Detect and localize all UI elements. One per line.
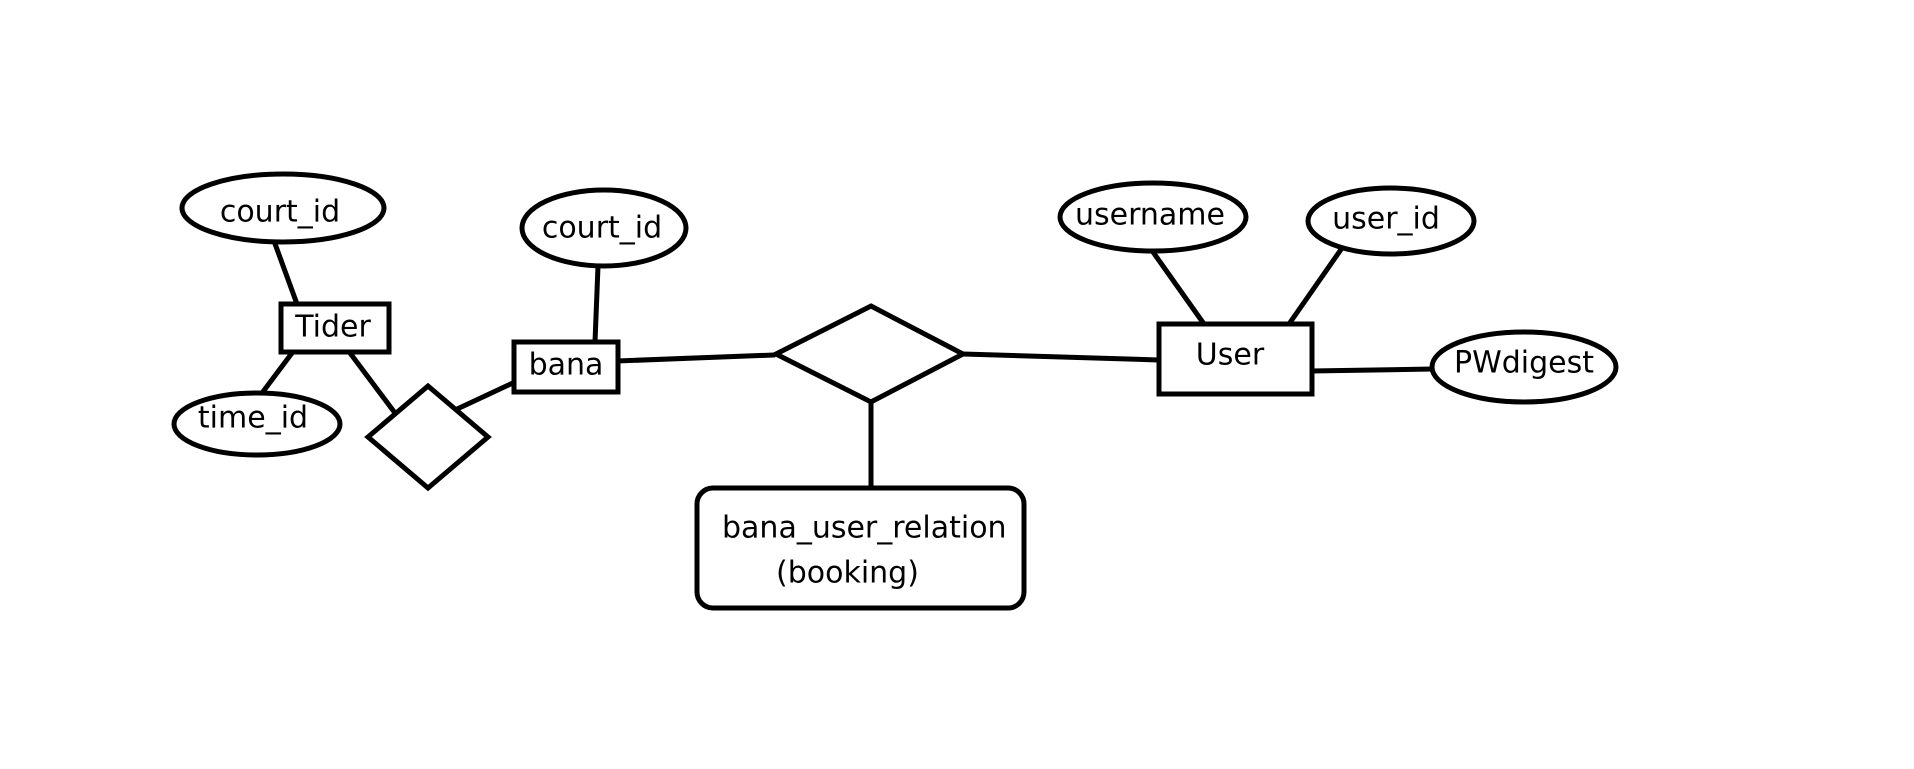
attribute-user_id: user_id xyxy=(1305,185,1477,257)
attribute-label: time_id xyxy=(198,401,308,436)
edge-relationship-bana xyxy=(452,378,520,413)
attribute-username: username xyxy=(1057,180,1249,254)
entity-label: bana xyxy=(529,348,604,383)
edge-tider-time_id xyxy=(259,350,295,396)
edge-bana-booking-diamond xyxy=(614,352,777,364)
connectors xyxy=(259,238,1436,491)
relation-box-frame xyxy=(694,485,1027,611)
attribute-bana-court_id: court_id xyxy=(519,187,689,269)
attribute-ellipse xyxy=(1057,180,1249,254)
edge-booking-diamond-user xyxy=(960,351,1162,363)
attribute-pwdigest: PWdigest xyxy=(1429,329,1619,405)
entity-box xyxy=(1156,321,1315,397)
entity-user: User xyxy=(1156,321,1315,397)
attribute-label: court_id xyxy=(220,195,340,230)
attribute-ellipse xyxy=(1429,329,1619,405)
attribute-label: user_id xyxy=(1332,202,1440,237)
entity-label: Tider xyxy=(294,310,371,345)
edge-bana-court_id xyxy=(592,263,601,345)
relation-box: bana_user_relation (booking) xyxy=(694,485,1027,611)
edge-user-user_id xyxy=(1286,245,1345,327)
entity-label: User xyxy=(1196,338,1265,373)
relationship-diamond-bana-user xyxy=(770,303,969,405)
attribute-ellipse xyxy=(519,187,689,269)
edge-tider-court_id xyxy=(271,238,300,307)
edge-user-pwdigest xyxy=(1308,366,1436,374)
relation-box-line1: bana_user_relation xyxy=(722,511,1007,546)
relation-box-line2: (booking) xyxy=(776,556,919,591)
attribute-label: PWdigest xyxy=(1454,346,1594,381)
edge-user-username xyxy=(1150,249,1207,327)
attribute-ellipse xyxy=(1305,185,1477,257)
relationship-diamond-tider-bana xyxy=(364,382,492,492)
entity-tider: Tider xyxy=(278,301,392,355)
attribute-label: court_id xyxy=(542,211,662,246)
attribute-tider-time_id: time_id xyxy=(171,390,343,458)
edge-tider-relationship xyxy=(347,350,398,416)
entity-box xyxy=(278,301,392,355)
attribute-ellipse xyxy=(171,390,343,458)
entity-box xyxy=(511,339,621,395)
attribute-tider-court_id: court_id xyxy=(179,171,387,245)
entity-bana: bana xyxy=(511,339,621,395)
attribute-ellipse xyxy=(179,171,387,245)
attribute-label: username xyxy=(1075,198,1225,233)
